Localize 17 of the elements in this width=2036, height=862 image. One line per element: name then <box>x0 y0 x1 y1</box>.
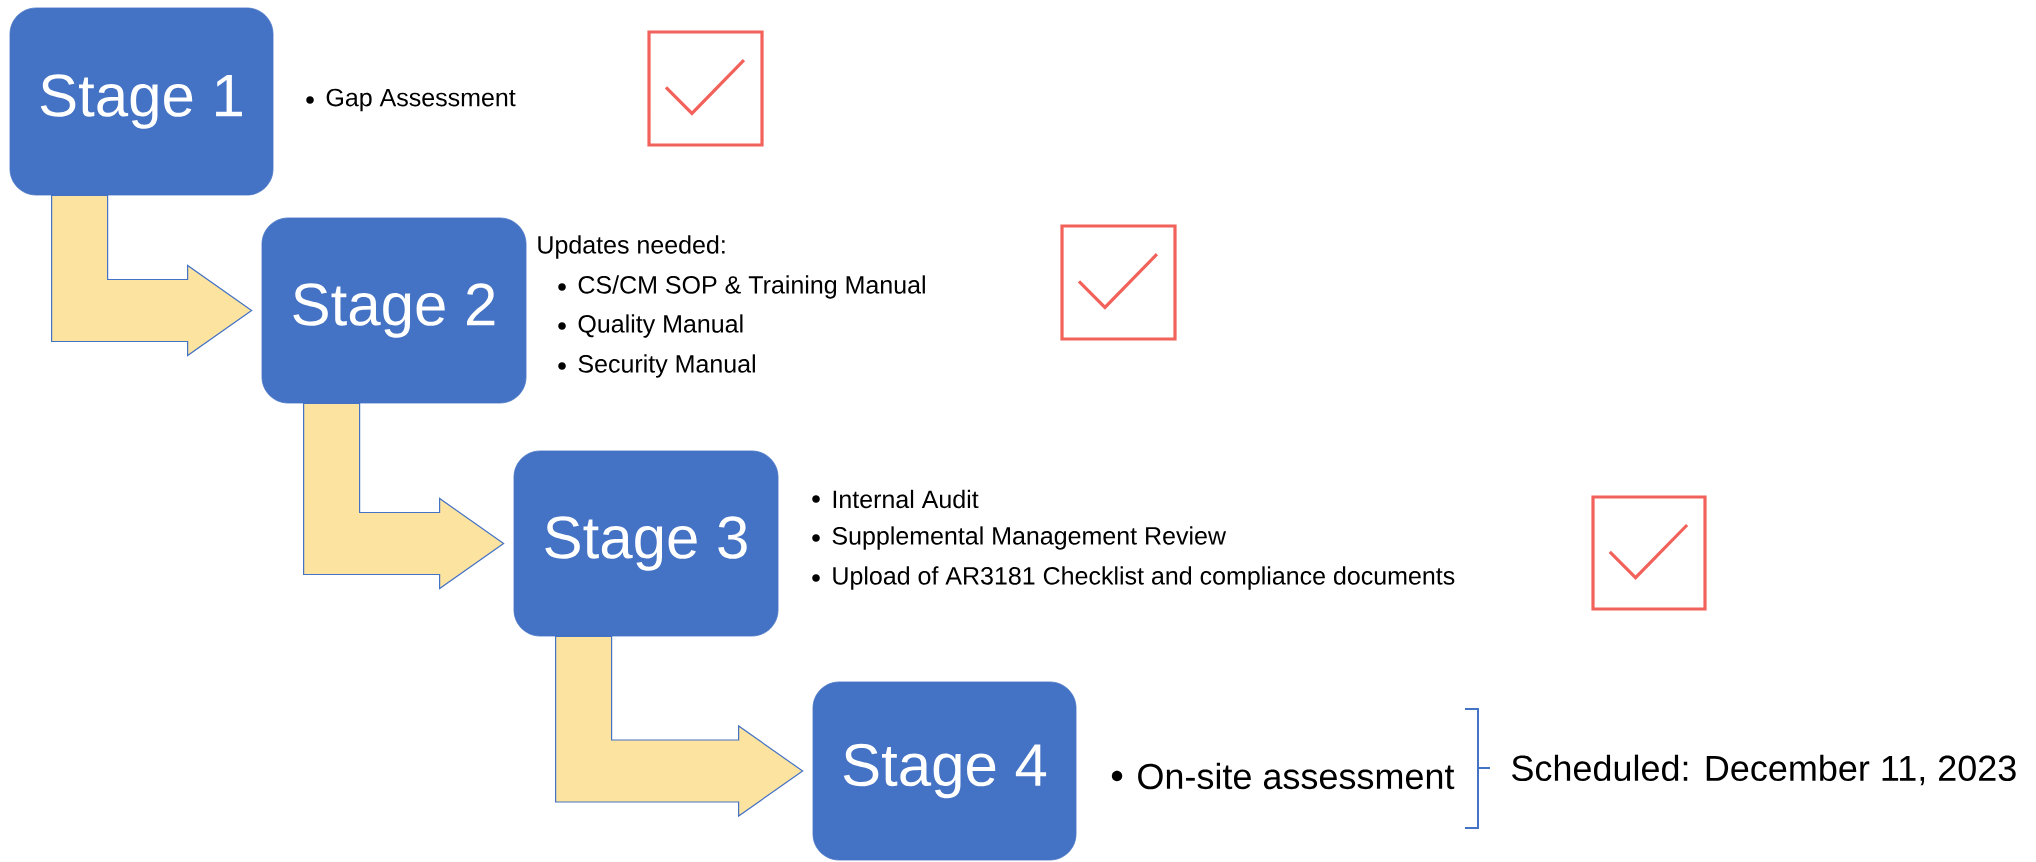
list-heading: Updates needed: <box>538 235 725 259</box>
list-item: Quality Manual <box>558 314 743 338</box>
list-item: Upload of AR3181 Checklist and compliance documents <box>812 566 1455 590</box>
list-item: Security Manual <box>558 354 755 378</box>
bent-arrow <box>555 635 804 818</box>
list-item: Gap Assessment <box>306 88 516 112</box>
list-item: Internal Audit <box>812 489 979 509</box>
bent-arrow <box>303 402 505 590</box>
schedule-note: Scheduled: December 11, 2023 <box>1512 754 2016 786</box>
stage-box: Stage 1 <box>9 7 274 196</box>
list-item: On-site assessment <box>1111 762 1455 790</box>
stage-box: Stage 2 <box>261 217 527 404</box>
list-item: CS/CM SOP & Training Manual <box>558 275 925 299</box>
bent-arrow <box>51 194 253 357</box>
stage-box: Stage 4 <box>812 681 1077 861</box>
stage-box: Stage 3 <box>513 450 779 637</box>
list-item: Supplemental Management Review <box>812 526 1227 550</box>
